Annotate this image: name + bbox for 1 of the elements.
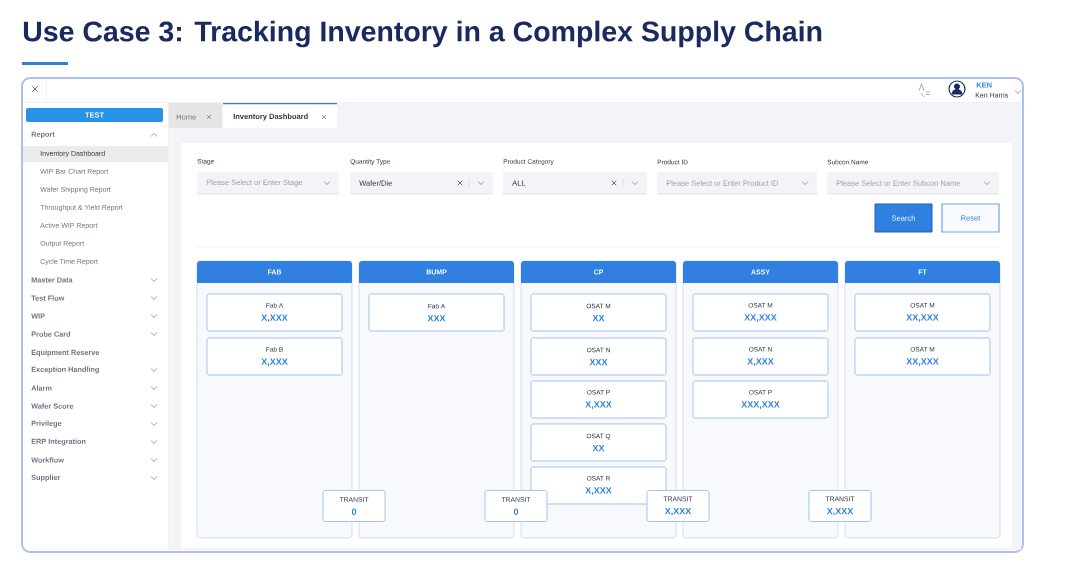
title: Use Case 3: Tracking Inventory in a Complex Supply Chain	[23, 20, 822, 48]
